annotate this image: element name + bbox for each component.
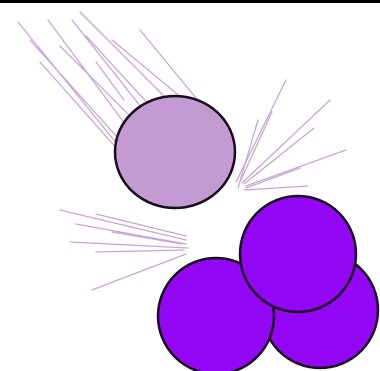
impact-line — [236, 80, 286, 182]
impact-line — [96, 214, 186, 236]
impact-line — [246, 150, 346, 186]
impact-line — [70, 242, 188, 248]
motion-line — [60, 46, 134, 120]
motion-line — [18, 22, 122, 150]
impact-lines-left — [60, 210, 188, 290]
motion-line — [86, 36, 152, 108]
target-cluster — [158, 196, 378, 371]
impact-line — [96, 250, 184, 252]
motion-line — [40, 62, 120, 152]
impact-line — [240, 112, 272, 182]
cluster-ball-top — [240, 196, 356, 312]
impact-lines-right — [236, 80, 346, 190]
impact-line — [244, 186, 308, 190]
motion-line — [80, 12, 168, 100]
motion-line — [140, 30, 196, 98]
impact-line — [112, 232, 182, 244]
projectile-ball — [115, 96, 235, 208]
